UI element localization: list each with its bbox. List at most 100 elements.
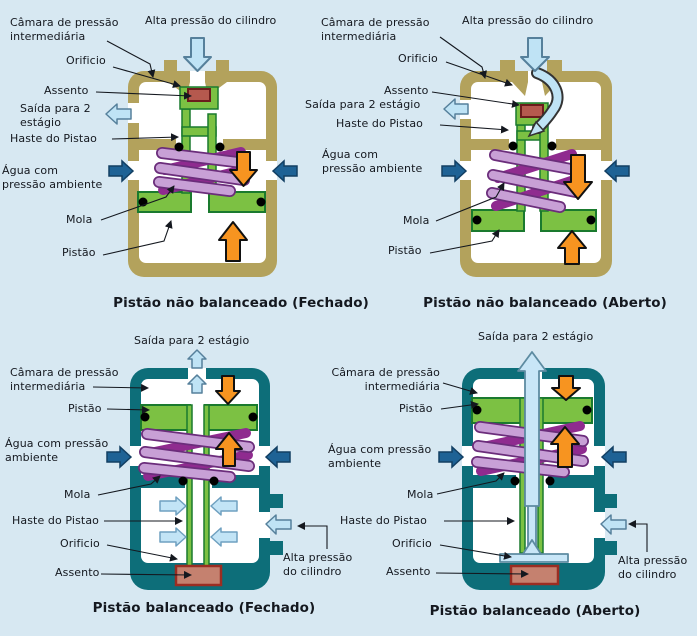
hp-down-arrow [520,37,550,72]
panel-unbalanced-closed [95,37,298,277]
outlet-arrows [187,349,207,394]
label-orificio: Orificio [66,54,106,67]
valve-seat [187,88,211,102]
valve-seat [520,104,544,118]
label-pistao: Pistão [388,244,422,257]
hp-inlet-channel [190,71,205,83]
partition [471,139,509,150]
label-alta-pressao: Alta pressão do cilindro [145,14,277,27]
o-rings [472,405,592,486]
hp-port-gap [594,512,605,538]
label-assento: Assento [55,566,100,579]
hp-down-arrow [183,37,212,72]
label-mola: Mola [407,488,434,501]
label-camara: Câmara de pressão intermediária [10,366,119,394]
ambient-arrow-right [271,159,298,183]
label-orificio: Orificio [398,52,438,65]
label-saida: Saída para 2 estágio [134,334,250,347]
leader-lines [435,382,648,578]
label-mola: Mola [66,213,93,226]
panel-balanced-open [435,351,648,590]
port-tab [270,541,283,555]
leader-lines [429,36,520,254]
airflow-curved-arrow [527,67,564,138]
label-assento: Assento [384,84,429,97]
label-assento: Assento [386,565,431,578]
label-saida: Saída para 2 estágio [478,330,594,343]
label-saida: Saída para 2 estágio [305,98,421,111]
ambient-arrow-left [438,445,465,469]
label-pistao: Pistão [399,402,433,415]
pressure-down-arrow [215,375,241,405]
label-pistao: Pistão [62,246,96,259]
label-agua: Água com pressão ambiente [328,443,432,471]
spring [153,147,250,197]
panel-balanced-closed [92,349,328,590]
label-mola: Mola [403,214,430,227]
caption-balanced-closed: Pistão balanceado (Fechado) [92,600,316,616]
spring [486,149,582,213]
label-orificio: Orificio [392,537,432,550]
ambient-arrow-right [264,445,291,469]
leader-lines [92,383,328,579]
port-tab [605,494,617,508]
valve-seat [509,564,560,586]
outlet-channel [188,368,206,380]
label-haste: Haste do Pistao [340,514,427,527]
partition [556,139,601,150]
hp-flow-arrows [159,496,238,547]
panel-unbalanced-open [429,36,630,277]
port-tab [605,541,617,555]
inlet-funnel [512,82,528,96]
label-haste: Haste do Pistao [336,117,423,130]
ambient-gap [259,446,270,466]
port-tab [270,494,283,508]
ambient-gap [130,446,141,466]
ambient-gap [594,446,605,466]
outlet-arrow [105,103,132,125]
ambient-arrow-right [603,159,630,183]
pressure-up-arrow [215,432,243,467]
outlet-gap [128,103,139,123]
partition [223,139,266,150]
pressure-down-arrow [229,151,258,187]
caption-unbalanced-closed: Pistão não balanceado (Fechado) [113,295,369,311]
label-pistao: Pistão [68,402,102,415]
label-saida: Saída para 2 estágio [20,102,91,130]
label-alta-pressao: Alta pressão do cilindro [618,554,688,582]
piston-plate [137,191,266,213]
ambient-gap [266,161,277,180]
ambient-arrow-left [106,445,133,469]
hp-port-gap [259,512,270,538]
label-alta-pressao: Alta pressão do cilindro [283,551,353,579]
pressure-up-arrow [557,230,587,265]
label-haste: Haste do Pistao [10,132,97,145]
label-orificio: Orificio [60,537,100,550]
label-alta-pressao: Alta pressão do cilindro [462,14,594,27]
hp-inlet-arrow [600,514,627,535]
label-agua: Água com pressão ambiente [322,148,423,176]
ambient-arrow-left [108,159,135,183]
valve-seat [174,564,223,587]
pressure-down-arrow [551,375,581,401]
ambient-gap [462,446,473,466]
label-mola: Mola [64,488,91,501]
caption-balanced-open: Pistão balanceado (Aberto) [429,603,641,619]
label-agua: Água com pressão ambiente [5,437,109,465]
partition [139,139,176,150]
label-haste: Haste do Pistao [12,514,99,527]
label-camara: Câmara de pressão intermediária [10,16,119,44]
label-camara: Câmara de pressão intermediária [321,16,430,44]
label-assento: Assento [44,84,89,97]
leader-lines [95,40,192,256]
o-rings [140,412,258,486]
ambient-arrow-right [600,445,627,469]
label-camara: Câmara de pressão intermediária [331,366,440,394]
hp-inlet-arrow [265,514,292,535]
airflow-up-arrow [499,351,569,563]
pressure-up-arrow [218,221,248,262]
pressure-down-arrow [563,154,593,200]
label-agua: Água com pressão ambiente [2,164,103,192]
